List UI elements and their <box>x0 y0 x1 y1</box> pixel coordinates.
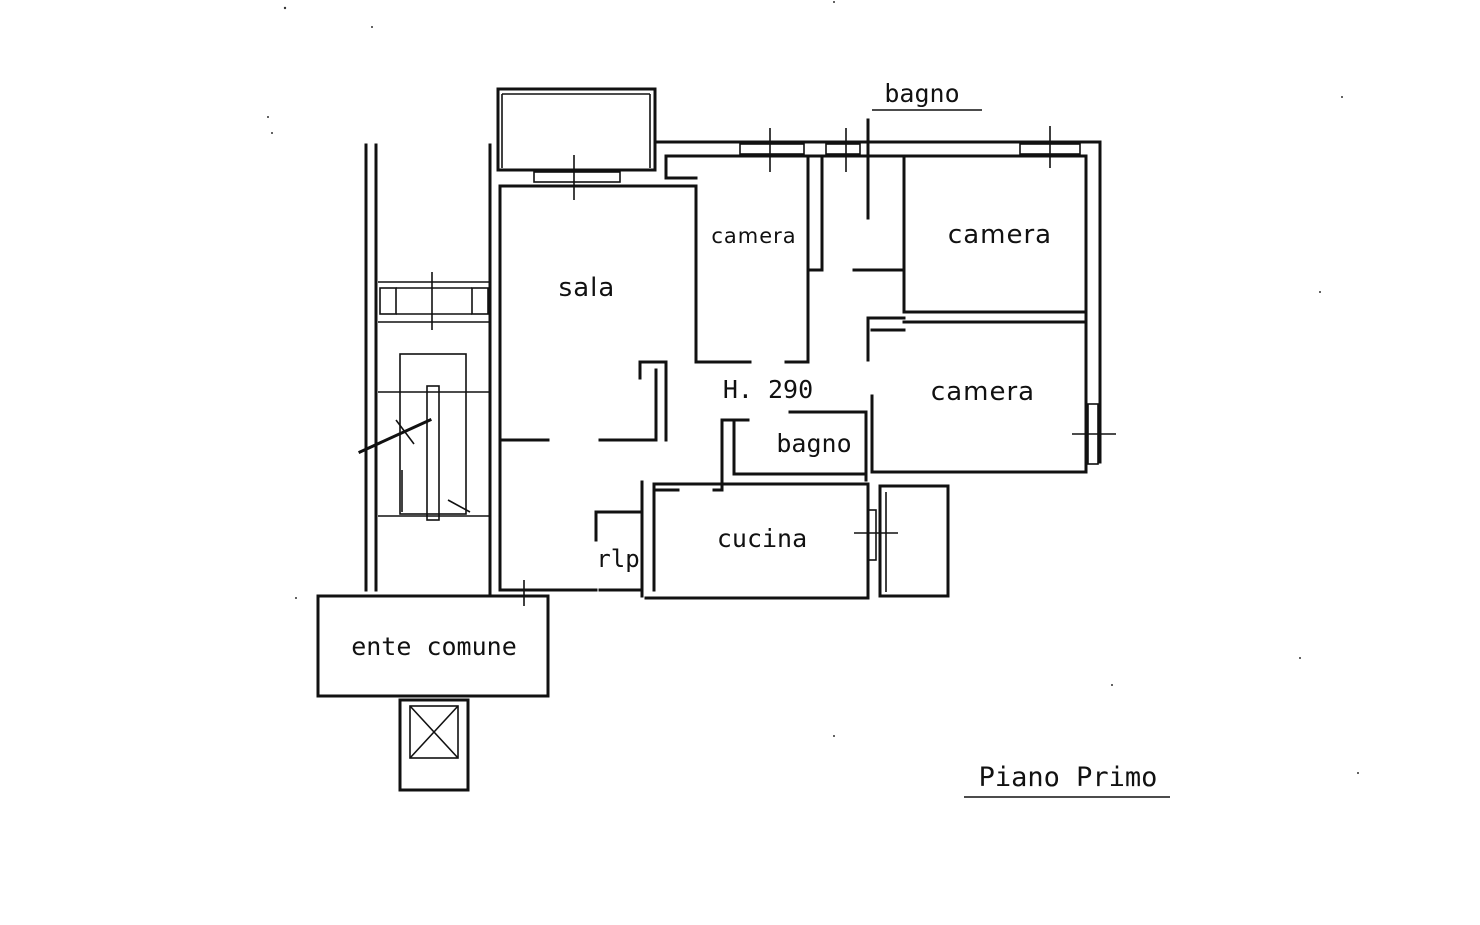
label-height: H. 290 <box>723 375 813 404</box>
ente-comune-area <box>316 580 550 792</box>
room-labels: sala camera camera camera bagno H. 290 b… <box>351 79 1052 661</box>
apartment-walls <box>488 118 1116 600</box>
label-bagno-top: bagno <box>884 79 959 108</box>
label-camera-mid-right: camera <box>931 377 1035 407</box>
label-bagno-center: bagno <box>776 429 851 458</box>
scan-specks <box>267 1 1359 774</box>
stairwell <box>358 143 490 592</box>
balcony-top <box>496 87 657 200</box>
title-piano-primo: Piano Primo <box>979 762 1158 793</box>
label-rip: rlp <box>596 545 639 573</box>
label-camera-top-right: camera <box>948 220 1052 250</box>
label-sala: sala <box>559 273 616 303</box>
label-camera-small: camera <box>711 224 796 248</box>
label-cucina: cucina <box>717 524 807 553</box>
label-ente-comune: ente comune <box>351 632 517 661</box>
plan-title: Piano Primo <box>964 762 1170 798</box>
